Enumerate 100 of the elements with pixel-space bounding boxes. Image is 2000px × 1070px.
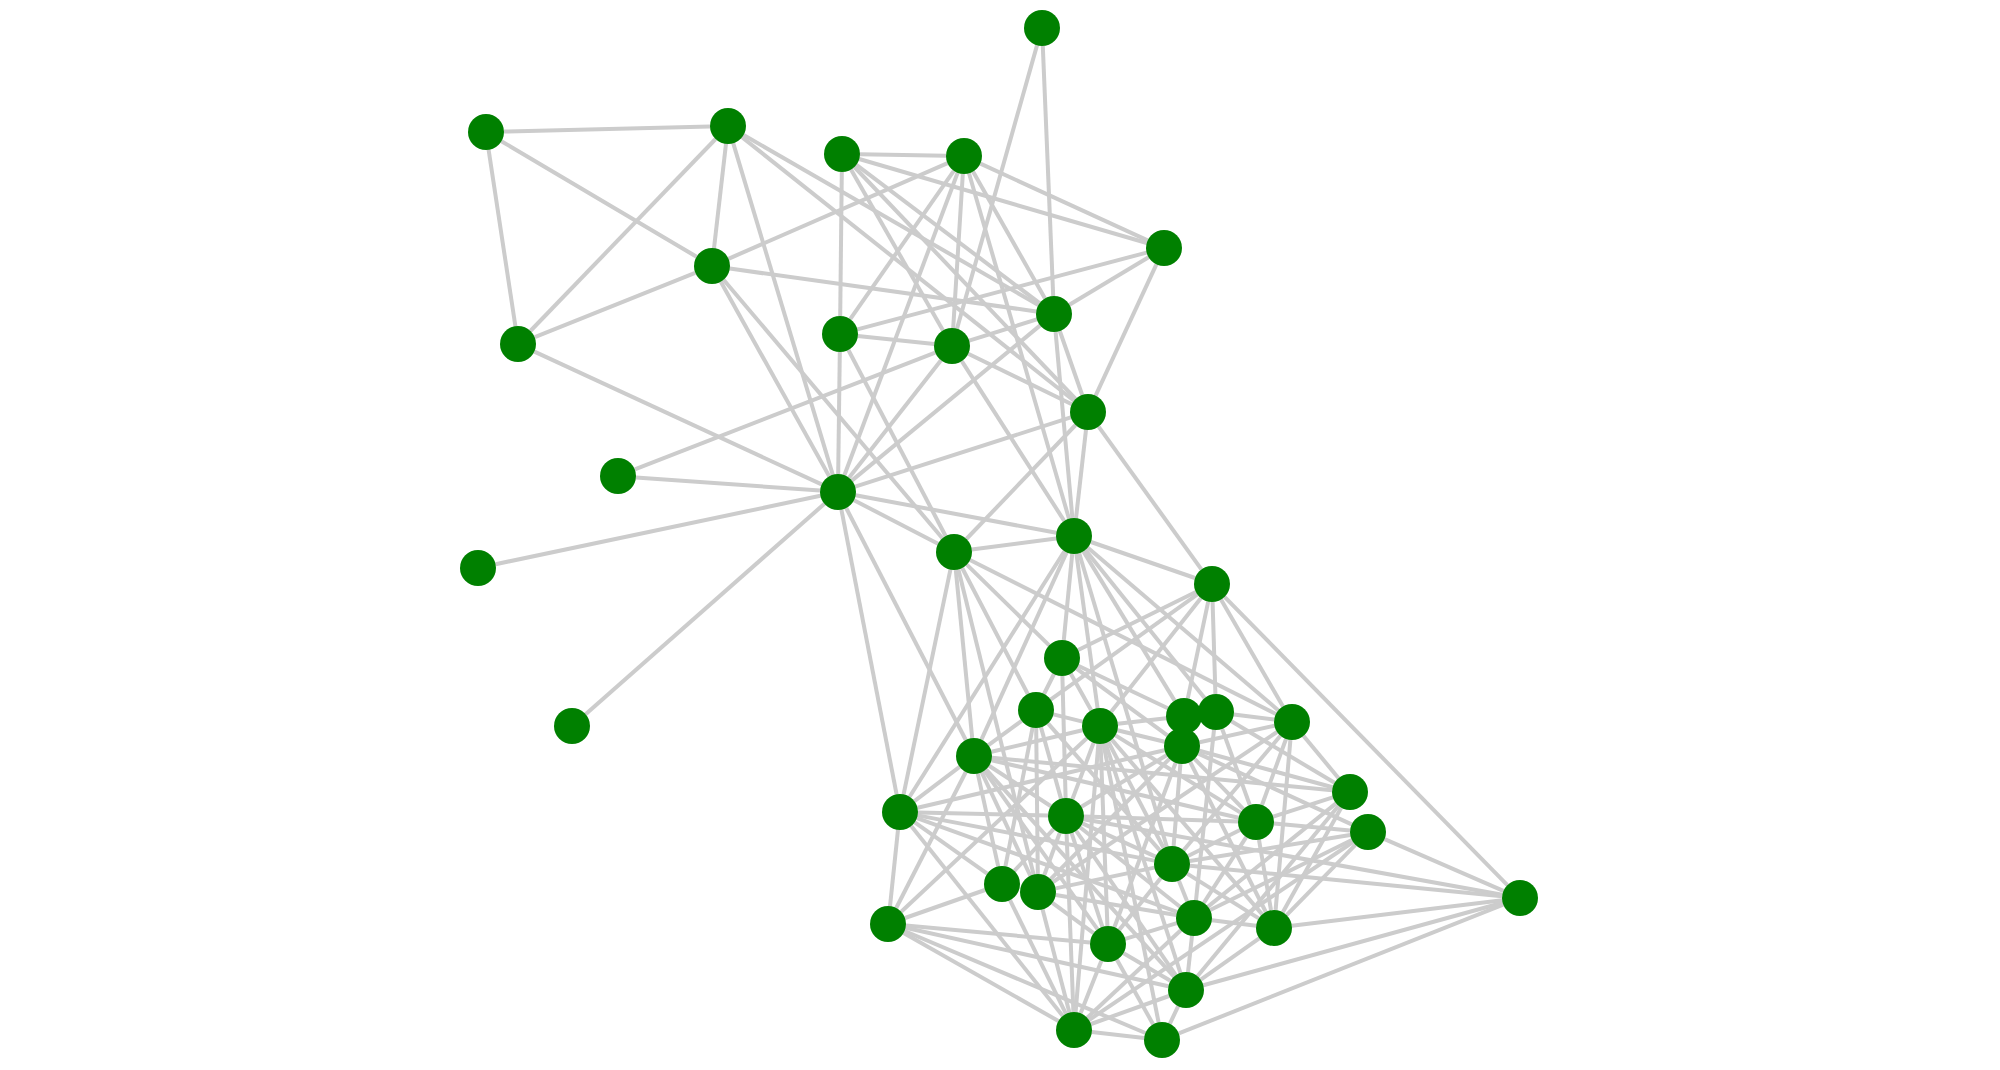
graph-edge xyxy=(1110,738,1264,916)
graph-edge xyxy=(987,764,1053,808)
graph-edge xyxy=(1083,817,1503,897)
graph-edge xyxy=(1206,801,1338,909)
graph-node xyxy=(1036,296,1072,332)
graph-edge xyxy=(1081,550,1177,702)
graph-node xyxy=(1238,804,1274,840)
graph-edge xyxy=(1114,733,1242,815)
graph-edge xyxy=(979,161,1149,243)
graph-node xyxy=(1502,880,1538,916)
graph-edge xyxy=(1202,900,1504,988)
graph-edge xyxy=(727,161,949,261)
graph-node xyxy=(1274,704,1310,740)
graph-edge xyxy=(1193,757,1245,811)
graph-edge xyxy=(836,351,842,475)
graph-edge xyxy=(964,423,1078,541)
graph-edge xyxy=(917,813,1155,863)
graph-edge xyxy=(1074,429,1088,519)
graph-node xyxy=(946,138,982,174)
graph-edge xyxy=(1178,902,1504,1036)
graph-node xyxy=(460,550,496,586)
graph-edge xyxy=(904,888,986,920)
graph-edge xyxy=(1090,994,1170,1026)
graph-edge xyxy=(1182,734,1282,852)
graph-edge xyxy=(991,728,1083,754)
graph-edge xyxy=(1012,827,1056,873)
graph-edge xyxy=(979,551,1069,741)
graph-edge xyxy=(1115,958,1155,1026)
graph-edge xyxy=(969,558,1277,716)
graph-edge xyxy=(849,168,945,332)
graph-edge xyxy=(1122,951,1172,983)
graph-node xyxy=(1176,900,1212,936)
graph-node xyxy=(1082,708,1118,744)
graph-edge xyxy=(1101,743,1161,1023)
graph-node xyxy=(1166,698,1202,734)
graph-edge xyxy=(1046,722,1162,852)
graph-edge xyxy=(888,829,900,907)
graph-edge xyxy=(1301,734,1341,780)
graph-edge xyxy=(855,163,1041,305)
graph-edge xyxy=(1074,829,1178,977)
graph-edge xyxy=(1112,762,1178,928)
graph-edge xyxy=(486,149,518,327)
graph-edge xyxy=(905,923,1091,945)
graph-edge xyxy=(1383,837,1505,893)
graph-node xyxy=(1024,10,1060,46)
graph-edge xyxy=(1077,590,1197,652)
graph-edge xyxy=(1057,330,1085,396)
graph-edge xyxy=(1199,936,1261,982)
graph-edge xyxy=(902,931,1060,1023)
graph-edge xyxy=(854,415,1072,489)
graph-edge xyxy=(1093,263,1159,397)
graph-node xyxy=(1018,692,1054,728)
graph-edge xyxy=(1042,832,1062,876)
graph-node xyxy=(1070,394,1106,430)
graph-edge xyxy=(1223,595,1509,887)
graph-edge xyxy=(1085,928,1183,1020)
graph-node xyxy=(1090,926,1126,962)
graph-node xyxy=(822,316,858,352)
graph-node xyxy=(1056,1012,1092,1048)
graph-node xyxy=(1154,846,1190,882)
graph-edge xyxy=(729,266,1037,314)
graph-edge xyxy=(1077,552,1169,848)
graph-edge xyxy=(960,360,1066,522)
graph-edge xyxy=(1202,836,1248,904)
graph-node xyxy=(554,708,590,744)
graph-node xyxy=(870,906,906,942)
graph-edge xyxy=(907,550,1067,798)
graph-edge xyxy=(905,925,1169,989)
graph-edge xyxy=(838,171,844,317)
graph-edge xyxy=(916,816,1178,914)
graph-edge xyxy=(968,317,1038,343)
graph-edge xyxy=(1049,592,1199,702)
graph-node xyxy=(934,328,970,364)
graph-edge xyxy=(848,169,956,321)
graph-node xyxy=(710,108,746,144)
graph-edge xyxy=(1069,672,1093,712)
graph-edge xyxy=(1185,601,1211,699)
graph-edge xyxy=(1049,757,1171,881)
graph-edge xyxy=(1090,540,1196,580)
graph-edge xyxy=(909,824,1065,1018)
graph-edge xyxy=(1096,425,1204,571)
graph-edge xyxy=(913,820,989,876)
graph-edge xyxy=(742,133,1040,307)
graph-node xyxy=(882,794,918,830)
graph-edge xyxy=(899,736,1089,914)
graph-edge xyxy=(1187,828,1241,858)
graph-edge xyxy=(1197,751,1353,827)
graph-edge xyxy=(1257,839,1273,911)
graph-edge xyxy=(847,358,943,480)
graph-edge xyxy=(917,810,1049,818)
graph-edge xyxy=(1068,255,1150,307)
graph-edge xyxy=(844,507,968,741)
graph-node xyxy=(600,458,636,494)
graph-edge xyxy=(859,152,947,158)
graph-edge xyxy=(965,563,1051,647)
graph-edge xyxy=(1273,821,1351,833)
graph-edge xyxy=(956,568,1036,876)
graph-edge xyxy=(846,349,948,537)
graph-edge xyxy=(1080,753,1168,809)
graph-edge xyxy=(967,352,1073,406)
